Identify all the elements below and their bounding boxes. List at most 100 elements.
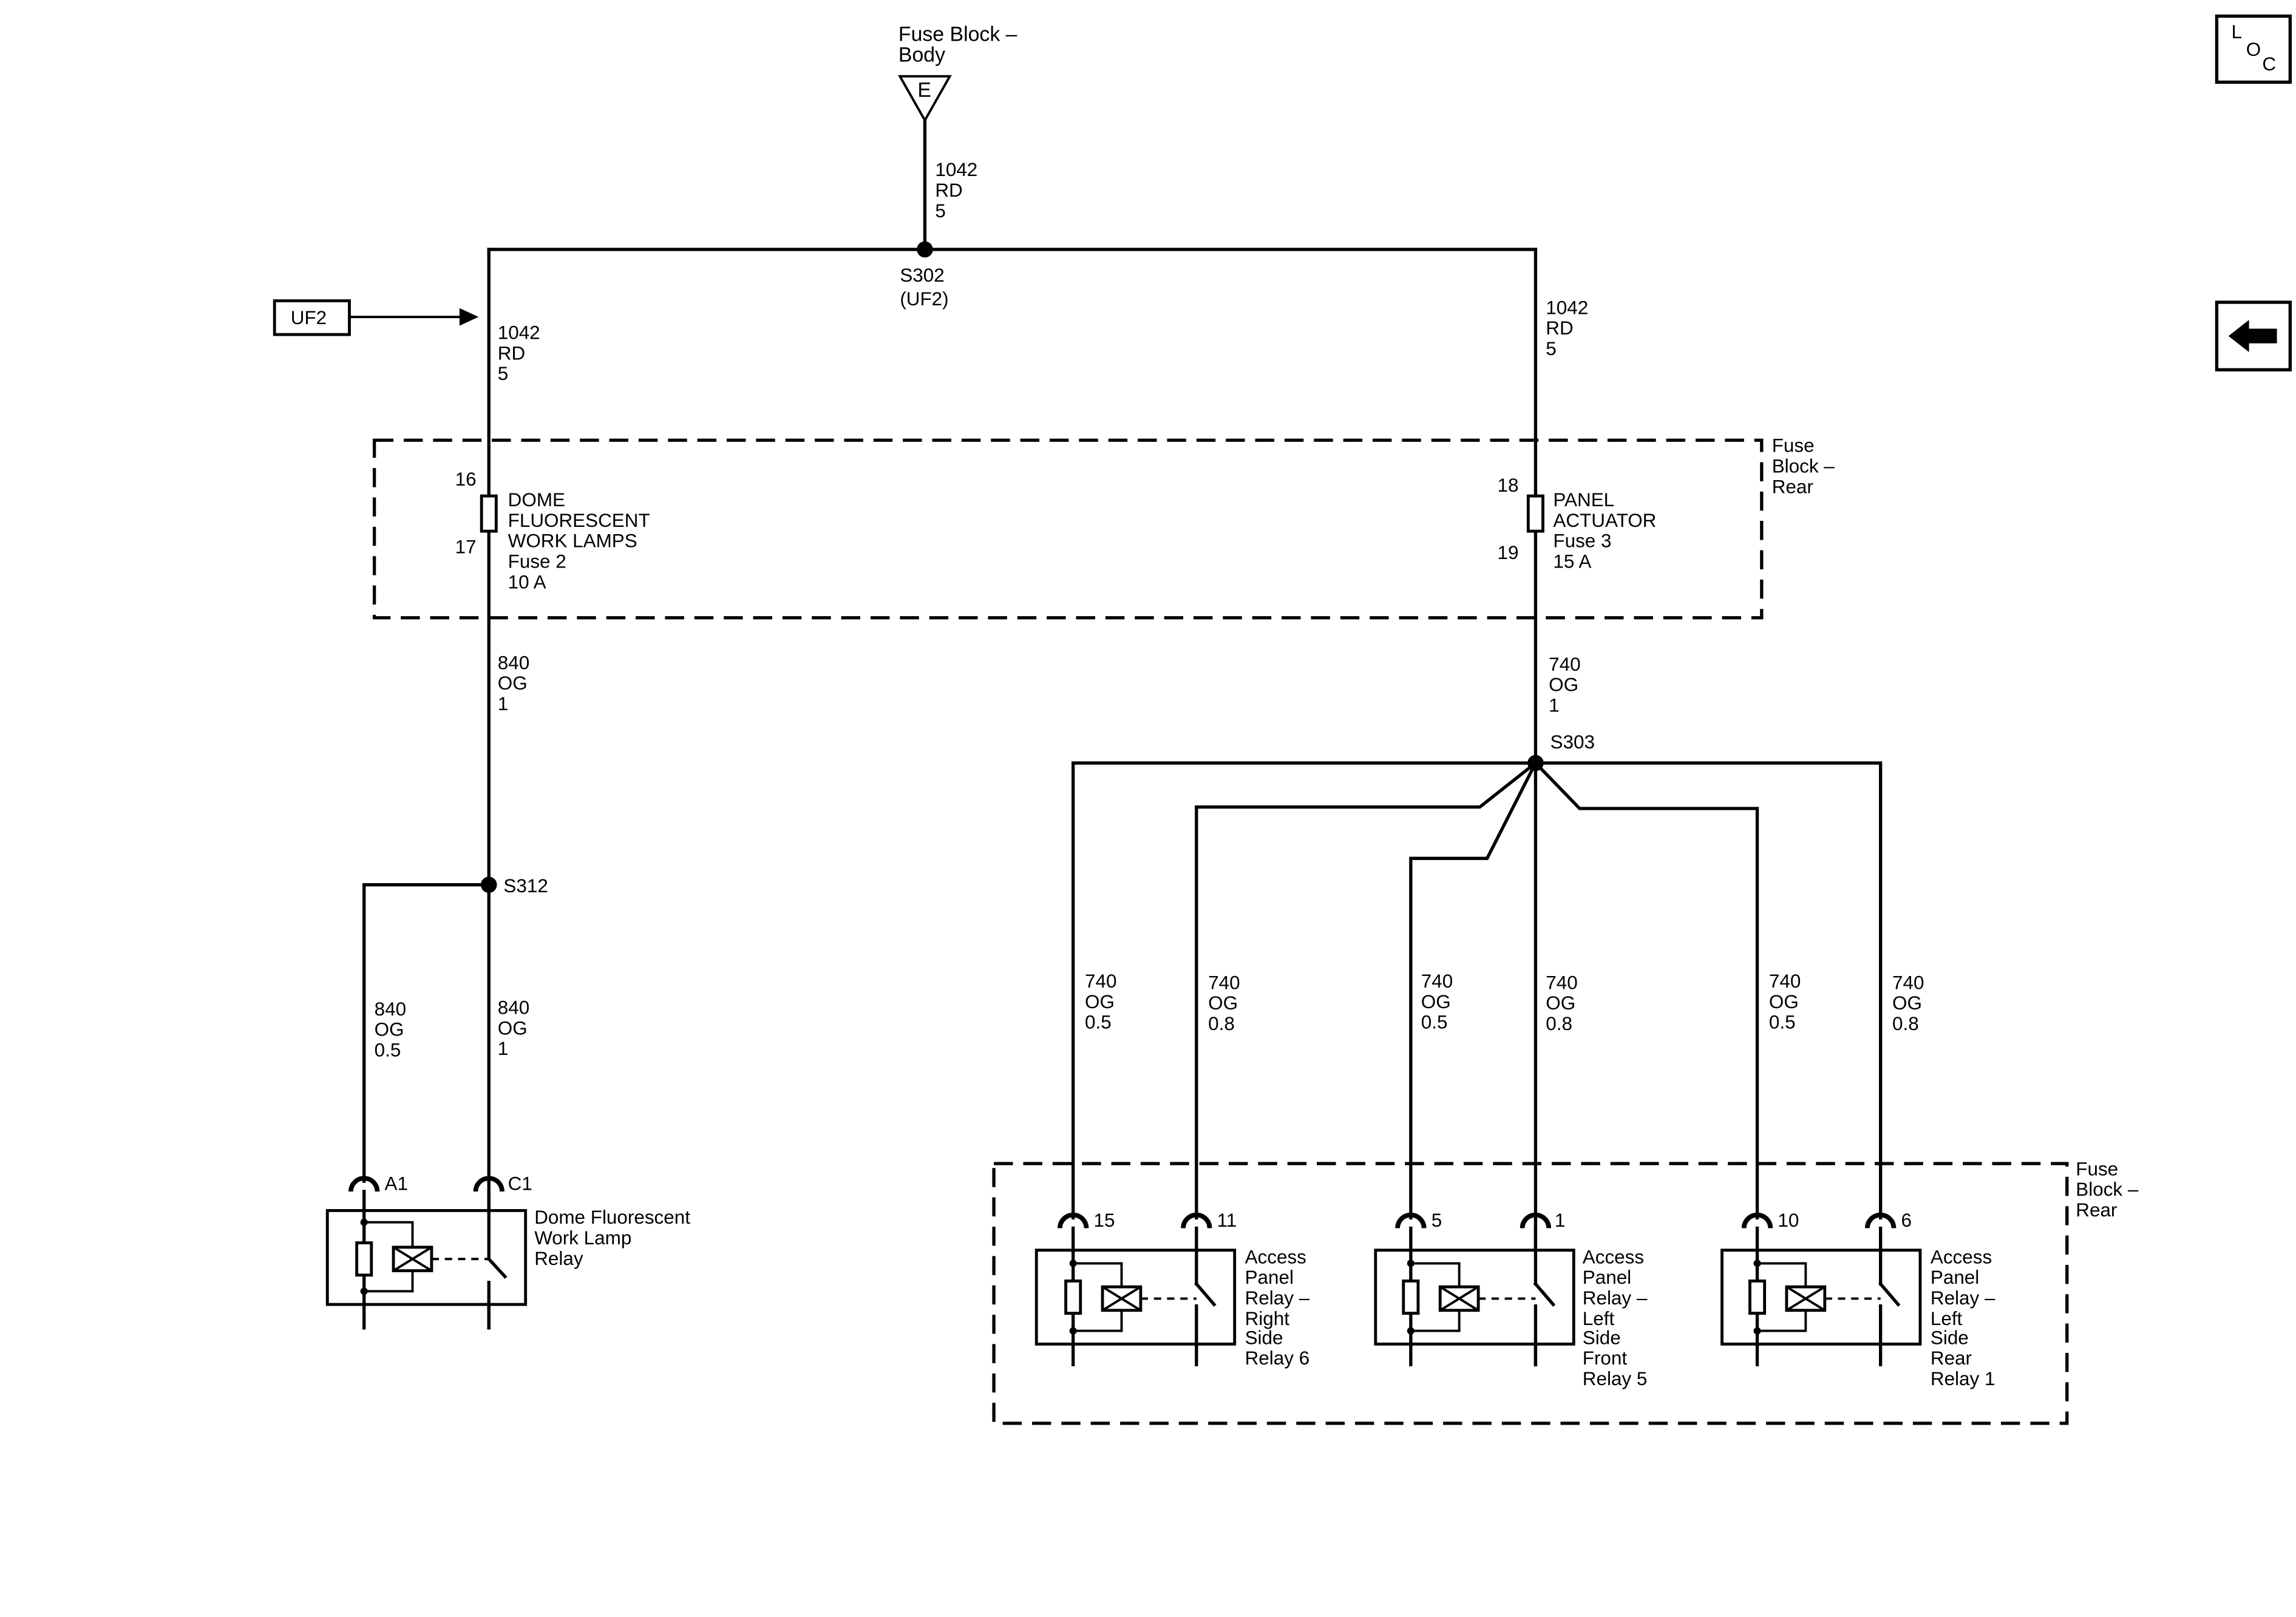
relay6-terminal-b	[1181, 1212, 1212, 1229]
branch-wire-label-3: 740 OG 0.5	[1421, 971, 1453, 1033]
ref-uf2-arrowhead	[459, 308, 479, 326]
svg-text:Rear: Rear	[2076, 1199, 2117, 1221]
back-button[interactable]	[2215, 300, 2292, 371]
svg-text:1: 1	[1549, 694, 1559, 716]
svg-text:Relay –: Relay –	[1245, 1287, 1310, 1309]
fuse3-symbol	[1526, 494, 1544, 533]
svg-text:1042: 1042	[1546, 297, 1588, 318]
relay6-pin-b: 11	[1217, 1210, 1237, 1231]
svg-text:1042: 1042	[498, 322, 540, 343]
svg-text:FLUORESCENT: FLUORESCENT	[508, 510, 650, 531]
svg-text:Side: Side	[1245, 1327, 1283, 1348]
svg-text:740: 740	[1085, 971, 1116, 992]
relay1-pin-b: 6	[1901, 1210, 1912, 1231]
svg-text:Dome Fluorescent: Dome Fluorescent	[534, 1207, 690, 1228]
svg-text:0.5: 0.5	[375, 1040, 401, 1061]
relay5-pin-a: 5	[1432, 1210, 1442, 1231]
branch-wire-label-5: 740 OG 0.5	[1769, 971, 1801, 1033]
svg-text:OG: OG	[375, 1019, 404, 1040]
dome-relay-terminal-c1	[473, 1176, 504, 1192]
svg-text:OG: OG	[498, 1017, 528, 1039]
svg-text:740: 740	[1549, 654, 1580, 675]
relay5-terminal-a	[1395, 1212, 1427, 1229]
branch-wire-label-2: 740 OG 0.8	[1208, 972, 1240, 1034]
svg-text:WORK LAMPS: WORK LAMPS	[508, 531, 637, 552]
relay5-pin-b: 1	[1555, 1210, 1565, 1231]
svg-text:Right: Right	[1245, 1308, 1290, 1329]
svg-text:0.5: 0.5	[1085, 1012, 1112, 1033]
svg-text:0.8: 0.8	[1546, 1013, 1572, 1034]
relay6-label: Access Panel Relay – Right Side Relay 6	[1245, 1246, 1310, 1369]
loc-button-frame[interactable]	[2215, 14, 2292, 84]
splice-s302-label: S302	[900, 265, 944, 286]
svg-text:Block –: Block –	[1772, 455, 1835, 476]
relay-1: 10 6	[1720, 1210, 1922, 1366]
fuse-block-body-triangle	[898, 75, 952, 123]
branch-wire-label-1: 740 OG 0.5	[1085, 971, 1116, 1033]
branch-wire-1	[1072, 761, 1538, 1220]
splice-s302-dot	[917, 241, 933, 258]
dome-relay-pin-c1: C1	[508, 1173, 532, 1195]
relay6-pin-a: 15	[1094, 1210, 1115, 1231]
svg-text:Relay –: Relay –	[1583, 1287, 1648, 1309]
svg-text:740: 740	[1421, 971, 1453, 992]
relay-6: 15 11	[1034, 1210, 1237, 1366]
svg-text:RD: RD	[935, 180, 962, 201]
svg-text:Side: Side	[1583, 1327, 1621, 1348]
svg-text:OG: OG	[1892, 992, 1922, 1014]
svg-text:740: 740	[1208, 972, 1240, 993]
svg-text:Fuse 3: Fuse 3	[1553, 531, 1611, 552]
relay5-label: Access Panel Relay – Left Side Front Rel…	[1583, 1246, 1648, 1389]
svg-text:Panel: Panel	[1245, 1267, 1294, 1288]
svg-text:ACTUATOR: ACTUATOR	[1553, 510, 1656, 531]
svg-text:Access: Access	[1583, 1246, 1644, 1267]
svg-text:Access: Access	[1931, 1246, 1992, 1267]
dome-relay-symbol	[355, 1190, 508, 1330]
wire-label-left-upper: 1042 RD 5	[498, 322, 540, 384]
svg-text:740: 740	[1769, 971, 1801, 992]
svg-text:Relay –: Relay –	[1931, 1287, 1995, 1309]
svg-text:0.8: 0.8	[1208, 1013, 1235, 1034]
wire-label-840-main: 840 OG 1	[498, 652, 529, 714]
svg-text:Relay 6: Relay 6	[1245, 1348, 1310, 1369]
svg-text:Relay 1: Relay 1	[1931, 1368, 1995, 1389]
svg-text:5: 5	[1546, 338, 1556, 359]
ref-uf2-label: UF2	[291, 307, 327, 328]
fuse-block-rear-top-label: Fuse Block – Rear	[1772, 435, 1835, 498]
branch-wire-3	[1409, 761, 1538, 1220]
wire-label-top: 1042 RD 5	[935, 159, 977, 222]
svg-text:5: 5	[498, 363, 508, 384]
svg-text:DOME: DOME	[508, 489, 565, 510]
fuse3-label: PANEL ACTUATOR Fuse 3 15 A	[1553, 489, 1656, 572]
relay1-terminal-b	[1865, 1212, 1897, 1229]
svg-text:0.8: 0.8	[1892, 1013, 1919, 1034]
relay5-terminal-b	[1520, 1212, 1552, 1229]
wire-840-a1	[362, 883, 491, 1183]
svg-text:Fuse: Fuse	[1772, 435, 1815, 456]
wire-label-740-main: 740 OG 1	[1549, 654, 1580, 716]
svg-text:840: 840	[498, 997, 529, 1018]
fuse-block-body-terminal: E	[917, 79, 931, 102]
fuse2-pin-out: 17	[455, 536, 477, 557]
svg-text:Block –: Block –	[2076, 1179, 2139, 1200]
svg-text:1: 1	[498, 1038, 508, 1059]
svg-text:RD: RD	[498, 342, 525, 364]
svg-text:5: 5	[935, 200, 945, 222]
fuse2-label: DOME FLUORESCENT WORK LAMPS Fuse 2 10 A	[508, 489, 650, 592]
fuse2-pin-in: 16	[455, 469, 477, 490]
svg-text:840: 840	[498, 652, 529, 673]
arrow-left-icon	[2228, 319, 2277, 353]
dome-relay-terminal-a1	[348, 1176, 380, 1192]
fuse-block-body-title: Fuse Block –	[898, 23, 1017, 46]
branch-wire-label-4: 740 OG 0.8	[1546, 972, 1577, 1034]
wire-label-840-c1: 840 OG 1	[498, 997, 529, 1059]
svg-text:840: 840	[375, 998, 406, 1020]
fuse3-pin-in: 18	[1498, 475, 1519, 496]
loc-button[interactable]: L O C	[2215, 14, 2292, 84]
svg-text:740: 740	[1892, 972, 1924, 993]
fuse3-pin-out: 19	[1498, 542, 1519, 563]
relay1-label: Access Panel Relay – Left Side Rear Rela…	[1931, 1246, 1995, 1389]
wire-label-right-upper: 1042 RD 5	[1546, 297, 1588, 359]
fuse-block-body-subtitle: Body	[898, 44, 945, 67]
